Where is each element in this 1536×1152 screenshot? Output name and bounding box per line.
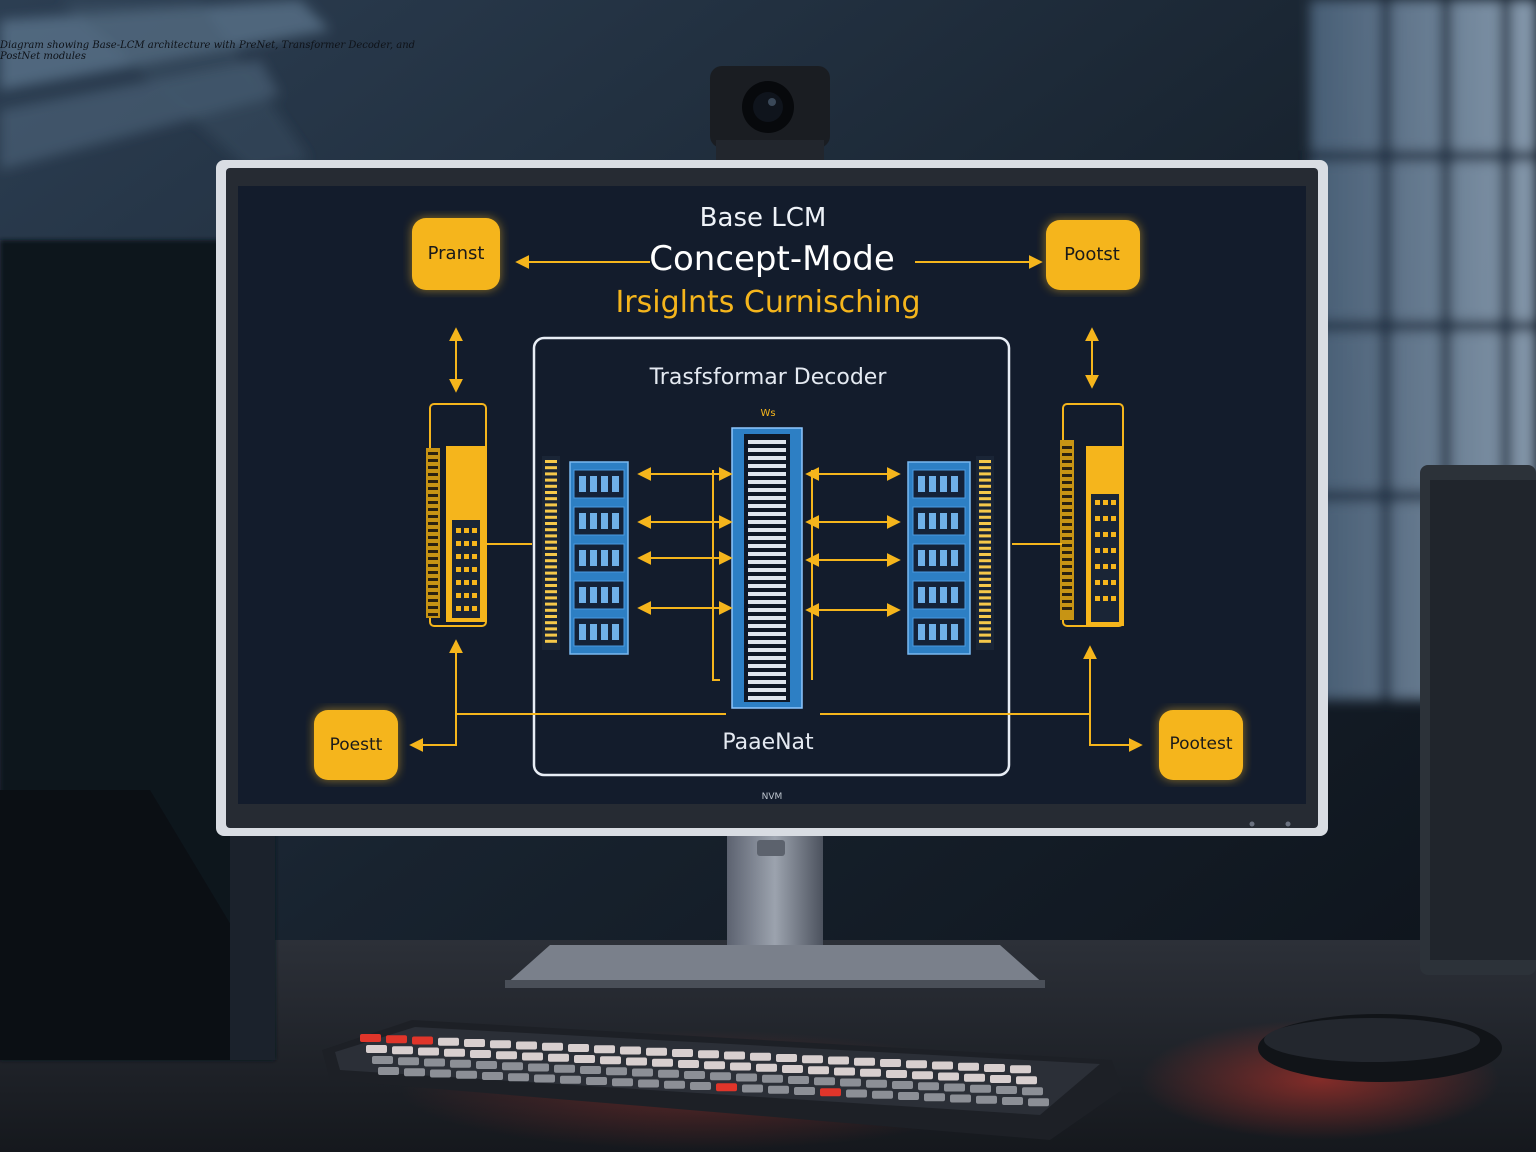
monitor-stand bbox=[505, 832, 1045, 988]
yellow-module-left bbox=[426, 403, 487, 627]
box-bottom-right: Pootest bbox=[1159, 710, 1243, 780]
blue-module-right bbox=[907, 456, 994, 655]
connector-arrows-center bbox=[637, 467, 901, 681]
box-bottom-left: Poestt bbox=[314, 710, 398, 780]
diagram-title-small: Base LCM bbox=[700, 203, 827, 233]
decoder-frame bbox=[532, 336, 1011, 777]
box-top-right-label: Pootst bbox=[1064, 244, 1120, 265]
diagram-title-main: Concept-Mode bbox=[649, 239, 895, 279]
blue-module-left bbox=[542, 456, 629, 655]
bezel-badge: NVM bbox=[762, 792, 783, 802]
bottom-label: PaaeNat bbox=[722, 730, 814, 755]
decoder-marker: Ws bbox=[760, 408, 775, 419]
box-bottom-left-label: Poestt bbox=[330, 735, 383, 755]
image-caption: Diagram showing Base-LCM architecture wi… bbox=[0, 40, 416, 62]
pc-tower-right bbox=[1420, 465, 1536, 975]
architecture-diagram: Base LCM Concept-Mode Irsiglnts Curnisch… bbox=[314, 203, 1243, 802]
decoder-stack bbox=[731, 427, 803, 709]
box-top-left: Pranst bbox=[412, 218, 500, 290]
ceiling-lights bbox=[0, 0, 330, 170]
webcam bbox=[710, 66, 830, 160]
box-bottom-right-label: Pootest bbox=[1169, 734, 1232, 754]
connector-arrows-side bbox=[409, 327, 1143, 752]
box-top-left-label: Pranst bbox=[428, 243, 485, 264]
diagram-subtitle: Irsiglnts Curnisching bbox=[615, 285, 920, 320]
mouse bbox=[1258, 1014, 1502, 1082]
keyboard bbox=[322, 1020, 1122, 1140]
box-top-right: Pootst bbox=[1046, 220, 1140, 290]
decoder-label: Trasfsformar Decoder bbox=[649, 365, 888, 390]
